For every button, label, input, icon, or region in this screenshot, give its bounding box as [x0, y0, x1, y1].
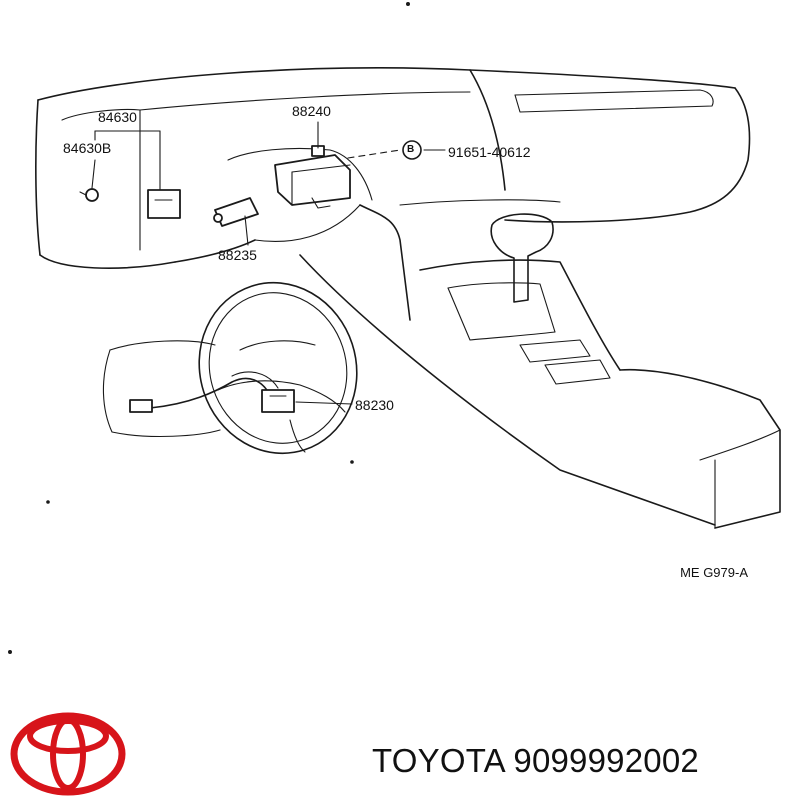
speck — [8, 649, 13, 654]
console-switch-2 — [544, 359, 611, 385]
speck — [350, 460, 354, 464]
steering-hub — [239, 340, 316, 351]
armrest-top-line — [699, 429, 781, 461]
bolt-marker-circle — [402, 140, 422, 160]
callout-88235: 88235 — [218, 247, 257, 263]
part-88235-sensor — [214, 197, 259, 227]
glovebox-outline — [504, 87, 751, 223]
console-shift-panel — [419, 259, 621, 371]
shift-gate — [447, 282, 556, 341]
wire-harness-2 — [231, 371, 279, 389]
console-switch-1 — [519, 339, 591, 363]
brand-name: TOYOTA — [372, 742, 505, 779]
dash-vent-slot — [514, 89, 714, 113]
wire-harness — [149, 377, 271, 409]
logo-outer-ellipse — [10, 712, 126, 796]
dash-inner-upper — [139, 91, 471, 111]
toyota-logo-icon — [10, 712, 126, 796]
part-84630-switch — [147, 189, 181, 219]
column-cover-side — [102, 349, 221, 437]
footer-brand-line: TOYOTA 9099992002 — [372, 742, 699, 780]
steering-wheel-rim — [198, 281, 358, 455]
sensor-tip — [213, 213, 223, 223]
console-left-top — [359, 204, 411, 321]
dash-left-edge — [35, 99, 41, 256]
diagram-code: ME G979-A — [680, 565, 748, 580]
dash-left-bottom — [39, 254, 176, 269]
logo-horizontal-ellipse — [27, 718, 109, 754]
leader-84630b — [91, 159, 96, 189]
part-number: 9099992002 — [513, 742, 699, 779]
callout-bolt-marker: B — [407, 144, 415, 155]
column-cover-top — [109, 340, 216, 351]
module-edge — [291, 164, 351, 173]
part-84630b-bulb — [85, 188, 99, 202]
harness-connector — [129, 399, 153, 413]
callout-91651-40612: 91651-40612 — [448, 144, 531, 160]
dash-center-divider — [469, 69, 506, 191]
shift-knob — [490, 213, 554, 303]
speck — [46, 500, 50, 504]
callout-84630b: 84630B — [63, 140, 112, 156]
leader-bolt — [347, 149, 401, 159]
bulb-lead — [79, 191, 87, 196]
leader-88230 — [295, 401, 353, 405]
callout-84630: 84630 — [98, 109, 137, 125]
callout-88240: 88240 — [292, 103, 331, 119]
steering-lower-spoke — [289, 419, 306, 453]
module-foot — [311, 197, 331, 209]
binnacle-lower — [254, 204, 361, 243]
console-top-face — [399, 199, 561, 206]
part-88240-module — [274, 154, 351, 206]
steering-wheel-rim-inner — [208, 292, 348, 444]
callout-88230: 88230 — [355, 397, 394, 413]
steering-spoke — [217, 380, 346, 413]
console-lower-left — [299, 254, 716, 526]
dash-top-edge — [37, 67, 736, 101]
armrest-outline — [619, 368, 781, 529]
leader-88235 — [244, 215, 249, 246]
speck — [405, 1, 410, 7]
part-88230 — [261, 389, 295, 413]
binnacle-hood — [227, 147, 373, 201]
